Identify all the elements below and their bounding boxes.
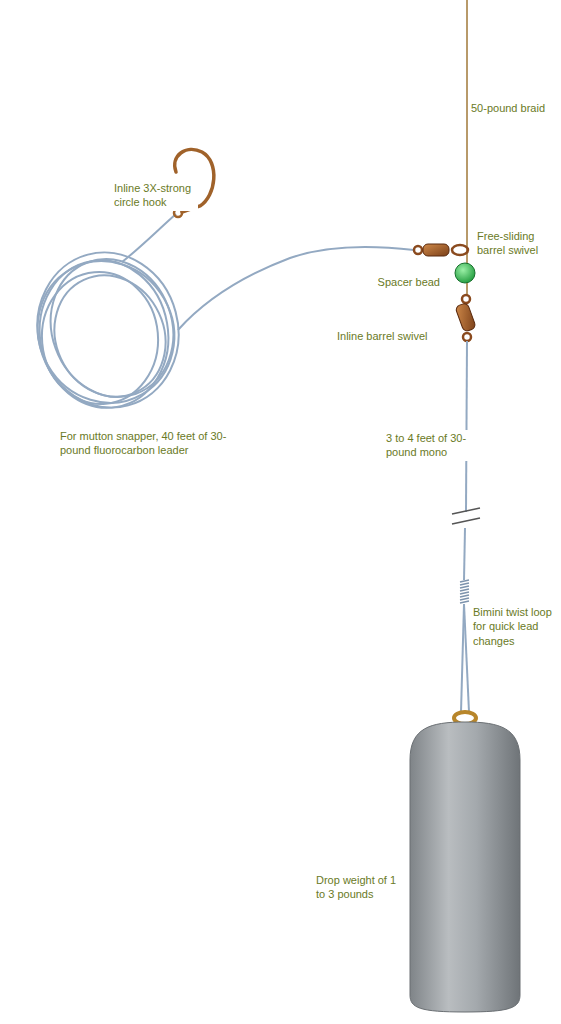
callout-label: Inline barrel swivel xyxy=(335,328,449,344)
twist-wrap xyxy=(460,583,469,585)
mono-line xyxy=(461,341,469,712)
callout-label: For mutton snapper, 40 feet of 30-pound … xyxy=(58,428,237,459)
twist-wrap xyxy=(460,595,469,597)
twist-wrap xyxy=(460,601,469,603)
free-sliding-swivel xyxy=(414,244,468,256)
callout-label: Spacer bead xyxy=(362,274,442,290)
twist-wrap xyxy=(460,586,469,588)
fluorocarbon-leader xyxy=(12,214,414,428)
callout-label: 50-pound braid xyxy=(469,100,557,116)
callout-label: Drop weight of 1 to 3 pounds xyxy=(314,872,408,903)
callout-label: Inline 3X-strong circle hook xyxy=(112,180,198,211)
line-break xyxy=(452,508,480,524)
twist-wrap xyxy=(460,589,469,591)
spacer-bead xyxy=(455,263,475,283)
inline-swivel xyxy=(455,295,476,341)
twist-wrap xyxy=(460,598,469,600)
drop-weight xyxy=(410,712,520,1012)
callout-label: Free-sliding barrel swivel xyxy=(475,228,557,259)
callout-label: 3 to 4 feet of 30-pound mono xyxy=(384,430,478,461)
callout-label: Bimini twist loop for quick lead changes xyxy=(471,604,557,649)
twist-wrap xyxy=(460,592,469,594)
bimini-twist xyxy=(460,580,469,603)
twist-wrap xyxy=(460,580,469,582)
